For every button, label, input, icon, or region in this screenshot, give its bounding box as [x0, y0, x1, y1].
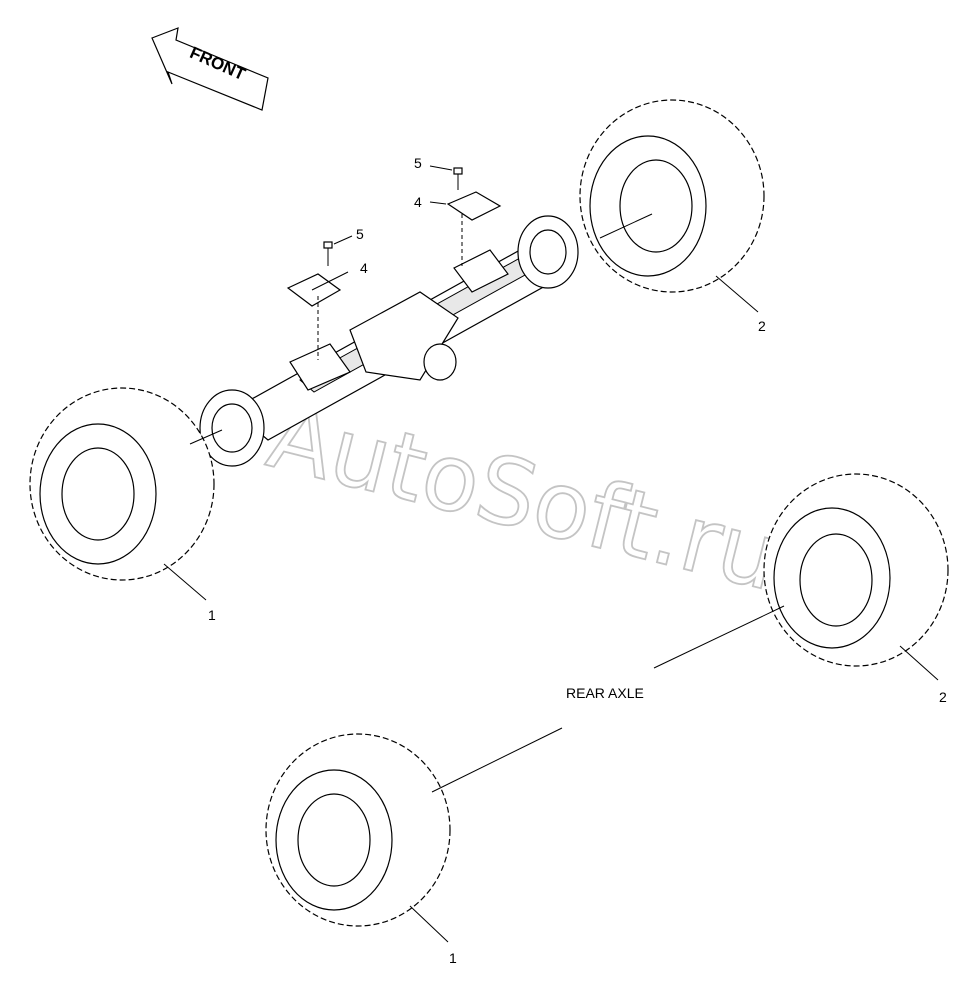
rear-axle-line-upper — [653, 605, 785, 669]
rear-axle-label: REAR AXLE — [566, 685, 644, 701]
bolt-left — [323, 241, 333, 266]
watermark: AutoSoft.ru — [259, 382, 790, 612]
callout-wheel-rear-right: 2 — [939, 689, 947, 705]
front-arrow: FRONT — [151, 27, 269, 111]
axle-assembly — [199, 215, 579, 467]
callout-pad-right: 4 — [414, 194, 422, 210]
rear-axle-line-lower — [431, 727, 563, 793]
bolt-right — [453, 167, 463, 190]
callout-wheel-rear-left: 1 — [449, 950, 457, 966]
wheel-rear-left — [265, 733, 451, 927]
callout-wheel-front-right: 2 — [758, 318, 766, 334]
wheel-rear-right — [763, 473, 949, 667]
wheel-front-left — [29, 387, 223, 581]
callout-pad-left: 4 — [360, 260, 368, 276]
callout-bolt-left: 5 — [356, 226, 364, 242]
wheel-front-right — [579, 99, 765, 293]
callout-bolt-right: 5 — [414, 155, 422, 171]
callout-wheel-front-left: 1 — [208, 607, 216, 623]
mount-pad-right — [446, 191, 502, 266]
